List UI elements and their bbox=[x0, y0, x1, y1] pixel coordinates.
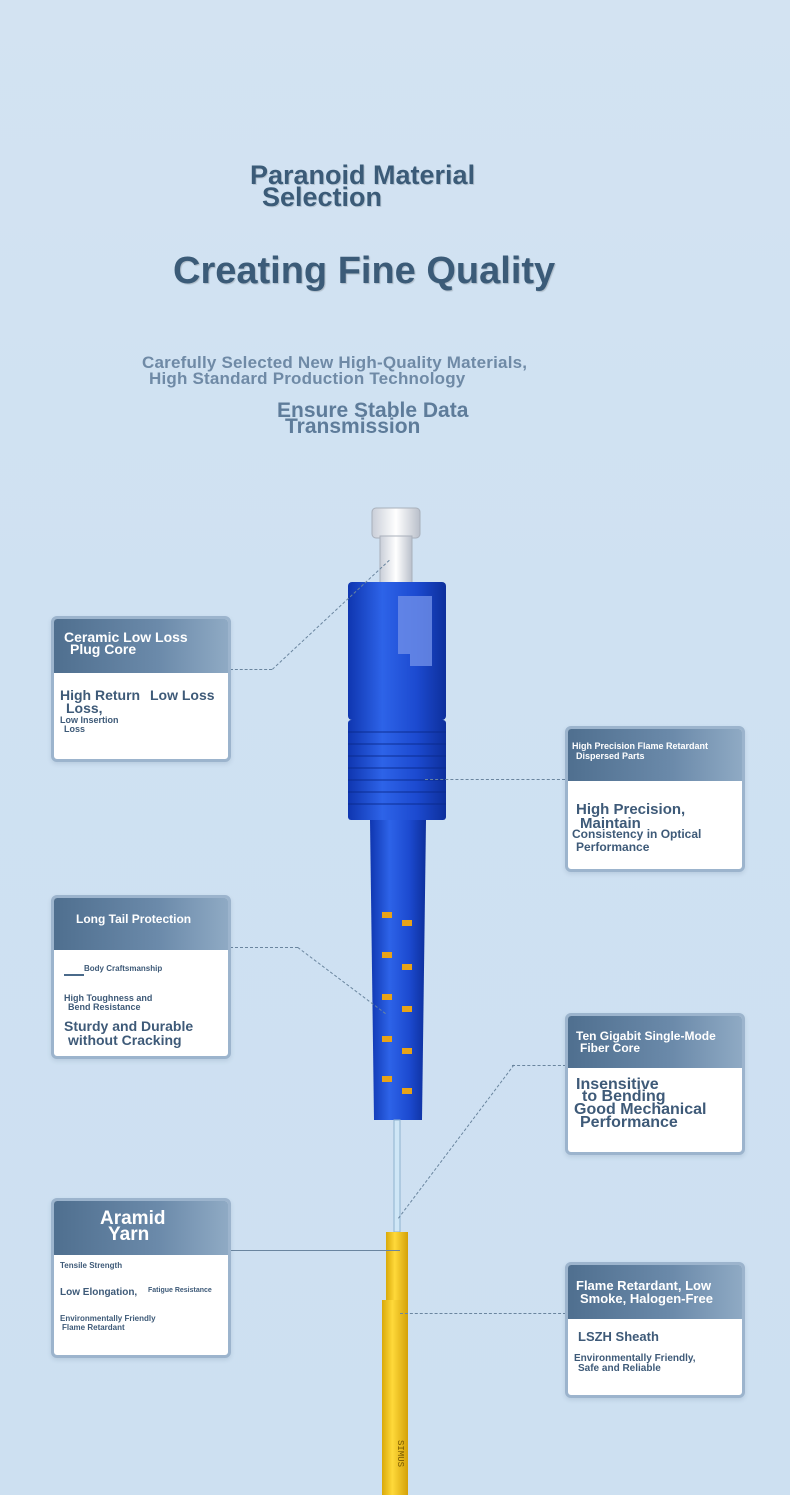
card-title: Ceramic Low Loss bbox=[64, 629, 188, 645]
card-title: Plug Core bbox=[70, 641, 137, 657]
card-title: Yarn bbox=[108, 1224, 150, 1245]
card-text: High Precision, bbox=[576, 801, 686, 818]
subtitle-line3: Ensure Stable Data bbox=[277, 399, 469, 422]
card-header: Flame Retardant, Low Smoke, Halogen-Free bbox=[568, 1265, 742, 1319]
card-text: Low Insertion bbox=[60, 715, 119, 725]
card-text: Good Mechanical bbox=[574, 1101, 707, 1118]
card-header: Ceramic Low Loss Plug Core bbox=[54, 619, 228, 673]
card-header: Long Tail Protection bbox=[54, 898, 228, 950]
card-single-mode-fiber: Ten Gigabit Single-Mode Fiber Core Insen… bbox=[565, 1013, 745, 1155]
subtitle-line2: High Standard Production Technology bbox=[149, 369, 466, 388]
card-title: High Precision Flame Retardant bbox=[572, 741, 709, 751]
card-header: Ten Gigabit Single-Mode Fiber Core bbox=[568, 1016, 742, 1068]
card-title: Smoke, Halogen-Free bbox=[580, 1291, 713, 1306]
card-text: Consistency in Optical bbox=[572, 827, 702, 841]
card-text: Performance bbox=[580, 1114, 678, 1131]
card-text: Loss, bbox=[66, 700, 103, 716]
card-title: Dispersed Parts bbox=[576, 751, 645, 761]
card-text: Safe and Reliable bbox=[578, 1363, 661, 1374]
card-text: Bend Resistance bbox=[68, 1002, 141, 1012]
card-text: Body Craftsmanship bbox=[84, 964, 163, 973]
leader-flame-parts bbox=[425, 779, 565, 780]
page-title: Creating Fine Quality bbox=[173, 250, 556, 292]
leader-tail bbox=[230, 947, 298, 948]
cable-print-text: SIMUS bbox=[395, 1440, 405, 1467]
leader-sheath bbox=[400, 1313, 566, 1314]
ferrule bbox=[371, 507, 421, 539]
card-text: Low Elongation, bbox=[60, 1287, 138, 1298]
card-text: Loss bbox=[64, 724, 86, 734]
card-text: Sturdy and Durable bbox=[64, 1018, 194, 1034]
accent-line bbox=[64, 974, 84, 976]
card-title: Aramid bbox=[100, 1208, 166, 1229]
card-aramid-yarn: Aramid Yarn Tensile Strength Low Elongat… bbox=[51, 1198, 231, 1358]
leader-ceramic bbox=[230, 669, 272, 670]
sc-connector-illustration: SIMUS bbox=[348, 507, 446, 1495]
strain-relief-boot bbox=[370, 820, 426, 1120]
card-text: Fatigue Resistance bbox=[148, 1287, 212, 1294]
card-flame-retardant-parts: High Precision Flame Retardant Dispersed… bbox=[565, 726, 745, 872]
card-title: Long Tail Protection bbox=[76, 912, 192, 926]
card-title: Flame Retardant, Low bbox=[576, 1278, 712, 1293]
card-text: Low Loss bbox=[150, 687, 215, 703]
card-title: Fiber Core bbox=[580, 1041, 641, 1055]
heading-line1: Paranoid Material bbox=[250, 160, 476, 190]
card-header: Aramid Yarn bbox=[54, 1201, 228, 1255]
card-text: Performance bbox=[576, 840, 650, 854]
card-text: Maintain bbox=[580, 815, 641, 832]
card-text: Insensitive bbox=[576, 1076, 659, 1093]
card-header: High Precision Flame Retardant Dispersed… bbox=[568, 729, 742, 781]
card-text: to Bending bbox=[582, 1088, 666, 1105]
leader-fiber bbox=[512, 1065, 566, 1066]
card-title: Ten Gigabit Single-Mode bbox=[576, 1029, 716, 1043]
card-text: LSZH Sheath bbox=[578, 1329, 659, 1344]
card-long-tail-protection: Long Tail Protection Body Craftsmanship … bbox=[51, 895, 231, 1059]
card-text: without Cracking bbox=[68, 1032, 182, 1048]
card-text: Environmentally Friendly bbox=[60, 1314, 156, 1323]
heading-line2: Selection bbox=[262, 182, 383, 212]
subtitle-line4: Transmission bbox=[285, 415, 421, 438]
yellow-jacket bbox=[386, 1232, 408, 1312]
card-lszh-sheath: Flame Retardant, Low Smoke, Halogen-Free… bbox=[565, 1262, 745, 1398]
card-text: Environmentally Friendly, bbox=[574, 1353, 696, 1364]
subtitle-line1: Carefully Selected New High-Quality Mate… bbox=[142, 353, 528, 372]
card-text: High Toughness and bbox=[64, 993, 153, 1003]
leader-aramid bbox=[230, 1250, 400, 1251]
card-ceramic-plug-core: Ceramic Low Loss Plug Core High Return L… bbox=[51, 616, 231, 762]
card-text: High Return bbox=[60, 687, 141, 703]
card-text: Tensile Strength bbox=[60, 1261, 123, 1270]
card-text: Flame Retardant bbox=[62, 1323, 125, 1332]
